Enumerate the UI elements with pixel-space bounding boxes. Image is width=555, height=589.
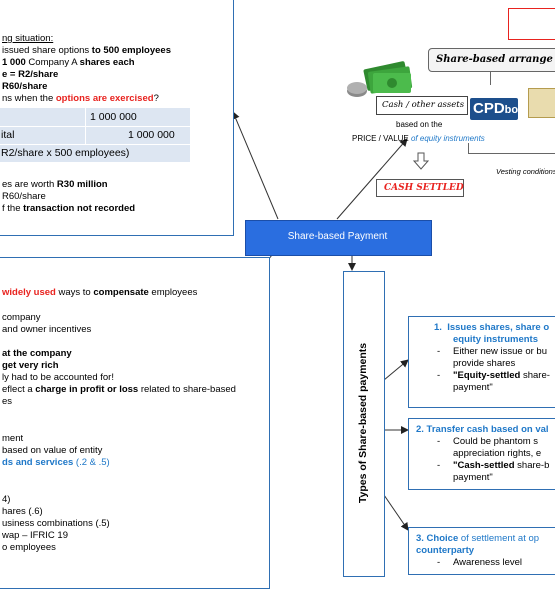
cash-settled-box [376, 179, 464, 197]
overview-line: at the company [2, 348, 72, 359]
table-cell: 1 000 000 [90, 111, 137, 123]
overview-line: wap – IFRIC 19 [2, 530, 68, 541]
choice-heading-cont: counterparty [416, 545, 475, 556]
example-line: e = R2/share [2, 69, 59, 80]
overview-line: widely used ways to compensate employees [2, 287, 198, 298]
choice-settlement-box [408, 527, 555, 575]
overview-line: es [2, 396, 13, 407]
cash-label: Cash / other assets [382, 100, 465, 110]
bullet-text: payment" [453, 472, 493, 483]
cpd-logo-text: CPDbox [473, 100, 525, 117]
overview-line: o employees [2, 542, 56, 553]
bullet-dash: - [437, 460, 441, 471]
based-on-text: based on the [396, 120, 443, 129]
equity-settled-heading: 1. Issues shares, share o [434, 322, 550, 333]
cash-settled-heading: 2. Transfer cash based on val [416, 424, 549, 435]
bullet-text: Could be phantom s [453, 436, 539, 447]
example-line: es are worth R30 million [2, 179, 108, 190]
example-line: issued share options to 500 employees [2, 45, 171, 56]
overview-line: ly had to be accounted for! [2, 372, 114, 383]
cash-label-box [376, 96, 468, 115]
example-line: 1 000 Company A shares each [2, 57, 135, 68]
title-connector [490, 71, 491, 85]
bullet-text: appreciation rights, e [453, 448, 542, 459]
bullet-dash: - [437, 346, 441, 357]
example-question: ns when the options are exercised? [2, 93, 159, 104]
vesting-bracket [468, 143, 555, 154]
types-node [343, 271, 385, 577]
cash-settled-label: CASH SETTLED [384, 183, 464, 193]
bullet-text: payment" [453, 382, 493, 393]
vesting-text: Vesting conditions met [496, 167, 555, 176]
overview-line: ds and services (.2 & .5) [2, 457, 110, 468]
bullet-text: Either new issue or bu [453, 346, 547, 357]
example-line: R60/share [2, 191, 46, 202]
journal-table: 1 000 000 ital 1 000 000 R2/share x 500 … [0, 108, 190, 162]
cash-settled-type-box [408, 418, 555, 490]
price-value-text: PRICE / VALUE of equity instruments [352, 134, 485, 143]
choice-heading: 3. Choice of settlement at op [416, 533, 540, 544]
overview-line: company [2, 312, 41, 323]
overview-line: hares (.6) [2, 506, 43, 517]
bullet-dash: - [437, 436, 441, 447]
certificate-icon [528, 88, 555, 118]
bullet-dash: - [437, 370, 441, 381]
down-arrow-icon [413, 152, 429, 170]
equity-settled-box [408, 316, 555, 408]
overview-line: based on value of entity [2, 445, 103, 456]
table-cell: 1 000 000 [128, 129, 175, 141]
bullet-dash: - [437, 557, 441, 568]
overview-line: eflect a charge in profit or loss relate… [2, 384, 236, 395]
example-heading: ng situation: [2, 33, 54, 44]
bullet-text: provide shares [453, 358, 516, 369]
types-label: Types of Share-based payments [357, 342, 369, 504]
money-icon [345, 55, 415, 100]
overview-line: 4) [2, 494, 11, 505]
table-cell: ital [1, 129, 15, 141]
share-based-payment-label: Share-based Payment [287, 231, 388, 242]
cpd-box-logo [470, 98, 518, 120]
overview-panel [0, 257, 270, 589]
share-based-payment-node [245, 220, 432, 256]
example-line: f the transaction not recorded [2, 203, 136, 214]
equity-settled-heading-cont: equity instruments [453, 334, 538, 345]
bullet-text: Awareness level [453, 557, 523, 568]
table-cell: R2/share x 500 employees) [1, 147, 130, 159]
bullet-text: "Cash-settled share-b [453, 460, 550, 471]
overview-line: usiness combinations (.5) [2, 518, 110, 529]
overview-line: get very rich [2, 360, 59, 371]
arrangement-title-box [428, 48, 555, 72]
red-frame [508, 8, 555, 40]
example-line: R60/share [2, 81, 48, 92]
bullet-text: "Equity-settled share- [453, 370, 550, 381]
arrangement-title: Share-based arrange [436, 54, 553, 65]
overview-line: ment [2, 433, 24, 444]
overview-line: and owner incentives [2, 324, 92, 335]
